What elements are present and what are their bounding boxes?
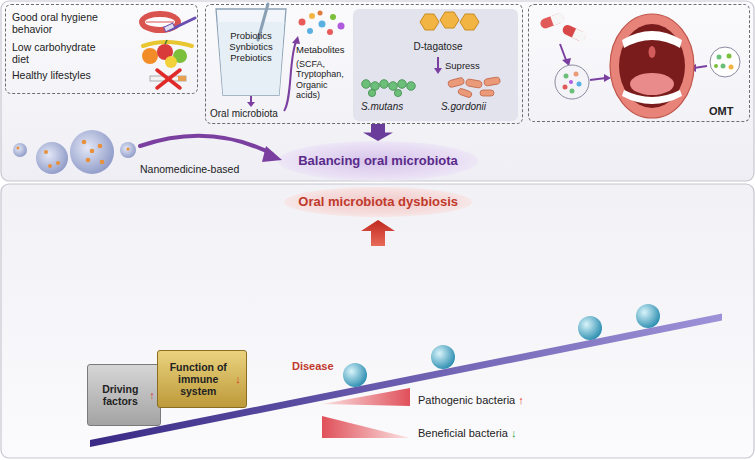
pathogenic-triangle (322, 388, 410, 406)
beneficial-triangle (322, 416, 410, 438)
top-panel (1, 1, 754, 181)
metabolite-dots (299, 11, 345, 36)
label-text: Pathogenic bacteria (418, 394, 515, 407)
node-text: Function of immune system (163, 361, 233, 397)
seesaw-beam (90, 314, 722, 447)
mouth-toothbrush-icon (139, 11, 195, 33)
node-text: S.mutans (361, 101, 403, 113)
pills-icon (539, 12, 587, 42)
label-text: Beneficial bacteria (418, 427, 508, 440)
node-text: (SCFA, Tryptophan, Organic acids) (296, 59, 352, 100)
node-text: Healthy lifestyles (12, 69, 112, 81)
trend-arrow: ↓ (235, 373, 241, 385)
node-text: S.gordonii (441, 101, 486, 113)
node-text: Low carbohydrate diet (12, 41, 112, 65)
fruit-icon (142, 40, 192, 68)
bacteria-balls (343, 304, 660, 387)
node-text: Probiotics Synbiotics Prebiotics (222, 31, 280, 64)
dysbiosis-ellipse: Oral microbiota dysbiosis (284, 187, 472, 217)
node-text: Metabolites (296, 45, 352, 56)
d-tagatose-molecule (420, 12, 479, 30)
no-smoking-icon (150, 70, 186, 88)
label-text: Disease (292, 360, 334, 373)
microbiota-capsule (710, 47, 740, 77)
node-text: OMT (709, 105, 733, 118)
trend-arrow: ↑ (149, 389, 155, 401)
node-text: Balancing oral microbiota (298, 154, 458, 169)
trend-arrow: ↑ (518, 394, 524, 407)
trend-arrow: ↓ (511, 427, 517, 440)
flow-arrow (363, 124, 393, 141)
glass-shape (216, 4, 286, 95)
node-text: Supress (445, 61, 480, 72)
immune-box: Function of immune system↓ (157, 350, 247, 408)
balance-ellipse: Balancing oral microbiota (278, 141, 478, 181)
node-text: Good oral hygiene behavior (12, 11, 112, 35)
bottom-panel (1, 184, 754, 458)
label-text: Nanomedicine-based (140, 163, 239, 175)
dysbiosis-arrow (361, 220, 395, 246)
nanomedicine-arrow (140, 136, 282, 162)
node-text: D-tagatose (393, 41, 483, 53)
open-mouth (610, 14, 694, 118)
nanoparticles (13, 130, 136, 174)
node-text: Oral microbiota dysbiosis (298, 195, 458, 210)
bacteria-sample (555, 65, 589, 99)
node-text: Oral microbiota (210, 108, 278, 120)
node-text: Driving factors (93, 383, 147, 407)
driving-factors-box: Driving factors↑ (87, 364, 161, 426)
